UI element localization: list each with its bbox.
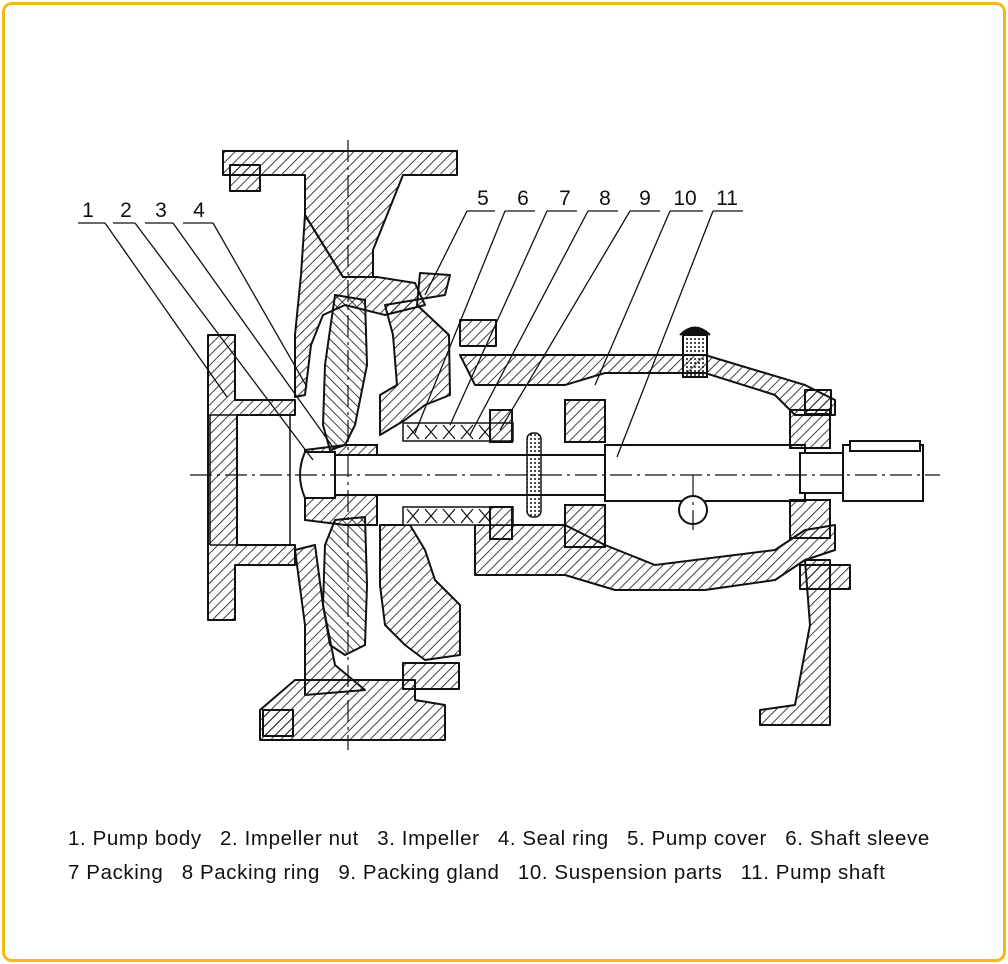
- bearing-front-upper: [564, 399, 606, 443]
- callout-1: 1: [82, 199, 94, 222]
- bolt-block-bottom: [402, 662, 460, 690]
- bolt-block-leg: [799, 564, 851, 590]
- legend-item: 3. Impeller: [377, 827, 480, 850]
- volute-lower: [294, 544, 366, 696]
- legend-item: 2. Impeller nut: [220, 827, 359, 850]
- oil-cup: [682, 334, 708, 378]
- pump-cover-lower: [379, 524, 461, 661]
- callout-8: 8: [599, 187, 611, 210]
- callout-4: 4: [193, 199, 205, 222]
- shaft-rear: [799, 452, 846, 494]
- packing-gland-lower: [489, 506, 513, 540]
- bearing-housing-upper: [459, 354, 836, 416]
- legend-row-2: 7 Packing 8 Packing ring 9. Packing glan…: [68, 861, 898, 885]
- legend-item: 1. Pump body: [68, 827, 202, 850]
- bearing-rear-upper: [789, 409, 831, 449]
- bolt-block-foot: [262, 709, 294, 737]
- bolt-block-gland: [459, 319, 497, 347]
- pump-cover: [379, 272, 451, 436]
- bearing-front-lower: [564, 504, 606, 548]
- callout-7: 7: [559, 187, 571, 210]
- legend-item: 4. Seal ring: [497, 827, 609, 850]
- legend-row-1: 1. Pump body 2. Impeller nut 3. Impeller…: [68, 827, 942, 851]
- legend-item: 6. Shaft sleeve: [785, 827, 930, 850]
- pump-cross-section: [78, 140, 940, 750]
- callout-3: 3: [155, 199, 167, 222]
- legend-item: 11. Pump shaft: [740, 861, 886, 884]
- callout-2: 2: [120, 199, 132, 222]
- impeller-nut: [299, 451, 336, 499]
- bearing-housing-lower: [474, 524, 836, 591]
- legend-item: 8 Packing ring: [181, 861, 321, 884]
- impeller-lower: [321, 515, 369, 657]
- oil-cup-cap: [679, 326, 711, 336]
- impeller-upper: [321, 293, 369, 452]
- shaft-key: [849, 440, 921, 452]
- shaft-end: [842, 444, 924, 502]
- legend-item: 5. Pump cover: [627, 827, 767, 850]
- callout-5: 5: [477, 187, 489, 210]
- callout-11: 11: [716, 187, 738, 210]
- callout-10: 10: [673, 187, 697, 210]
- bearing-rear-lower: [789, 499, 831, 539]
- legend-item: 9. Packing gland: [338, 861, 500, 884]
- legend-item: 10. Suspension parts: [517, 861, 723, 884]
- callout-6: 6: [517, 187, 529, 210]
- callout-9: 9: [639, 187, 651, 210]
- legend-item: 7 Packing: [68, 861, 164, 884]
- shaft-main: [604, 444, 806, 502]
- bolt-block-top: [229, 164, 261, 192]
- inlet-bore: [209, 414, 291, 546]
